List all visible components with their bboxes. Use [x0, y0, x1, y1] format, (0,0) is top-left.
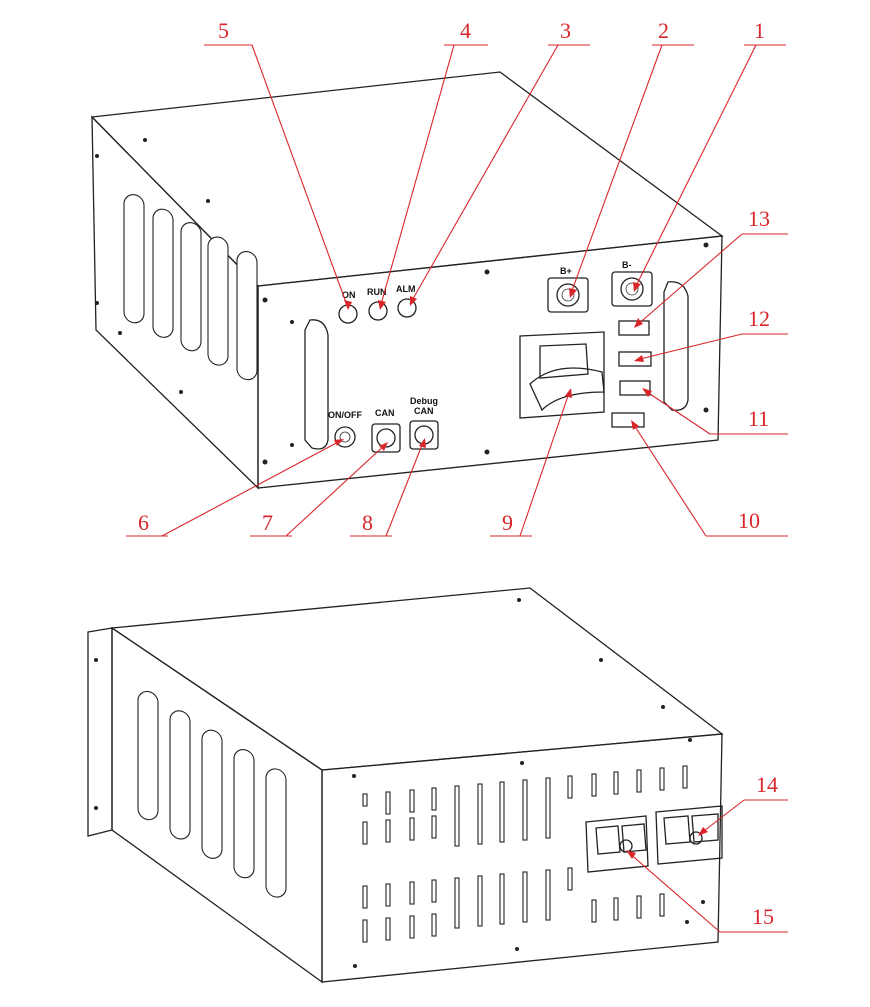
port-rs232: [611, 412, 645, 428]
run-label: RUN: [367, 287, 387, 297]
run-indicator-lamp: [368, 301, 388, 321]
callout-13: 13: [748, 206, 770, 231]
callout-7: 7: [262, 510, 273, 535]
debug-label-line2: CAN: [414, 406, 434, 416]
mounting-flange: [87, 627, 113, 837]
side-vent-slots: [123, 194, 258, 381]
left-handle: [304, 319, 329, 450]
front-view-unit: ON RUN ALM B+ B- ON/OFF CAN Debug CAN: [90, 71, 724, 490]
terminal-screw-14: [689, 831, 703, 845]
debug-label-line1: Debug: [410, 396, 438, 406]
callout-10: 10: [738, 508, 760, 533]
b-plus-label: B+: [560, 266, 572, 276]
terminal-blocks: [585, 805, 723, 873]
terminal-screw-15: [619, 839, 633, 853]
port-rs485: [619, 380, 651, 396]
callout-8: 8: [362, 510, 373, 535]
alm-label: ALM: [396, 284, 416, 294]
callout-6: 6: [138, 510, 149, 535]
callout-4: 4: [460, 18, 471, 43]
dip-switch-2: [618, 351, 652, 367]
callout-3: 3: [560, 18, 571, 43]
panel-screws: [95, 138, 709, 465]
debug-can-port: [409, 420, 439, 450]
on-label: ON: [342, 290, 356, 300]
on-off-label: ON/OFF: [328, 410, 362, 420]
rear-view-unit: [87, 587, 724, 984]
can-port: [371, 423, 401, 453]
alm-indicator-lamp: [397, 298, 417, 318]
b-minus-label: B-: [622, 260, 632, 270]
dip-switch-1: [618, 320, 650, 336]
rear-side-vent-slots: [137, 690, 287, 898]
callout-5: 5: [218, 18, 229, 43]
callout-1: 1: [754, 18, 765, 43]
bottom-callouts: 14 15: [626, 772, 788, 933]
b-minus-terminal: [611, 271, 653, 307]
callout-14: 14: [756, 772, 778, 797]
breaker-handle: [529, 367, 605, 412]
right-handle: [663, 281, 689, 411]
callout-2: 2: [658, 18, 669, 43]
b-plus-terminal: [547, 277, 589, 313]
callout-12: 12: [748, 306, 770, 331]
top-callouts: 5 4 3 2 1 13 12 11: [126, 18, 788, 537]
callout-15: 15: [752, 904, 774, 929]
rear-vent-grid: [362, 765, 688, 943]
on-off-button: [334, 426, 356, 448]
breaker-switch: [519, 331, 605, 419]
callout-9: 9: [502, 510, 513, 535]
callout-11: 11: [748, 406, 769, 431]
can-label: CAN: [375, 408, 395, 418]
